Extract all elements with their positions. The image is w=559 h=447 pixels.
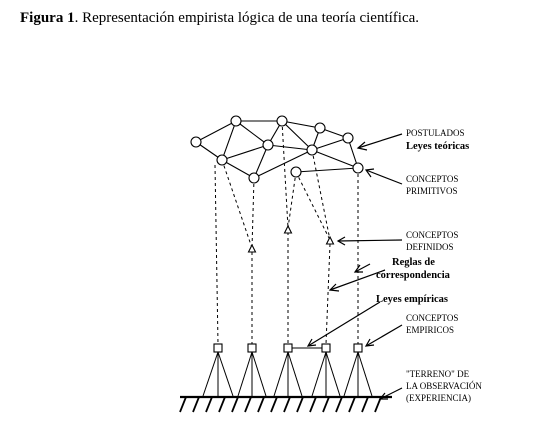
empirical-concept (311, 343, 341, 397)
node (314, 122, 326, 134)
label-conceptos-empiricos-1: CONCEPTOS (406, 313, 458, 323)
label-terreno-1: "TERRENO" DE (406, 369, 470, 379)
network-edges (195, 120, 359, 179)
theory-nodes (190, 115, 364, 184)
label-reglas-2: correspondencia (376, 270, 451, 281)
correspondence-lines (214, 120, 359, 345)
node (352, 162, 364, 174)
label-leyes-teoricas: Leyes teóricas (406, 141, 469, 152)
label-postulados: POSTULADOS (406, 128, 465, 138)
label-conceptos-primitivos-2: PRIMITIVOS (406, 186, 458, 196)
defined-concept-triangle (325, 235, 335, 245)
label-terreno-2: LA OBSERVACIÓN (406, 381, 482, 391)
label-conceptos-definidos-1: CONCEPTOS (406, 230, 458, 240)
node (216, 154, 228, 166)
node (342, 132, 354, 144)
node (306, 144, 318, 156)
empirical-concepts (202, 343, 373, 397)
node (262, 139, 274, 151)
label-conceptos-empiricos-2: EMPIRICOS (406, 325, 454, 335)
defined-concepts (247, 224, 335, 253)
label-conceptos-primitivos-1: CONCEPTOS (406, 174, 458, 184)
empirical-concept (343, 343, 373, 397)
figure-title: . Representación empirista lógica de una… (74, 10, 420, 26)
label-reglas-1: Reglas de (392, 257, 435, 268)
observation-ground (179, 395, 392, 413)
node (248, 172, 260, 184)
empirical-concept (202, 343, 234, 397)
label-conceptos-definidos-2: DEFINIDOS (406, 242, 454, 252)
node (190, 136, 202, 148)
pointer-arrows (306, 133, 403, 400)
node (290, 166, 302, 178)
node (230, 115, 242, 127)
empirical-concept (273, 343, 303, 397)
label-terreno-3: (EXPERIENCIA) (406, 393, 471, 403)
node (276, 115, 288, 127)
labels: POSTULADOS Leyes teóricas CONCEPTOS PRIM… (376, 128, 482, 403)
figure-number: Figura 1 (20, 10, 75, 26)
defined-concept-triangle (247, 243, 257, 253)
figure-caption: Figura 1. Representación empirista lógic… (20, 10, 419, 27)
label-leyes-empiricas: Leyes empíricas (376, 294, 448, 305)
empirical-concept (237, 343, 267, 397)
defined-concept-triangle (283, 224, 293, 234)
